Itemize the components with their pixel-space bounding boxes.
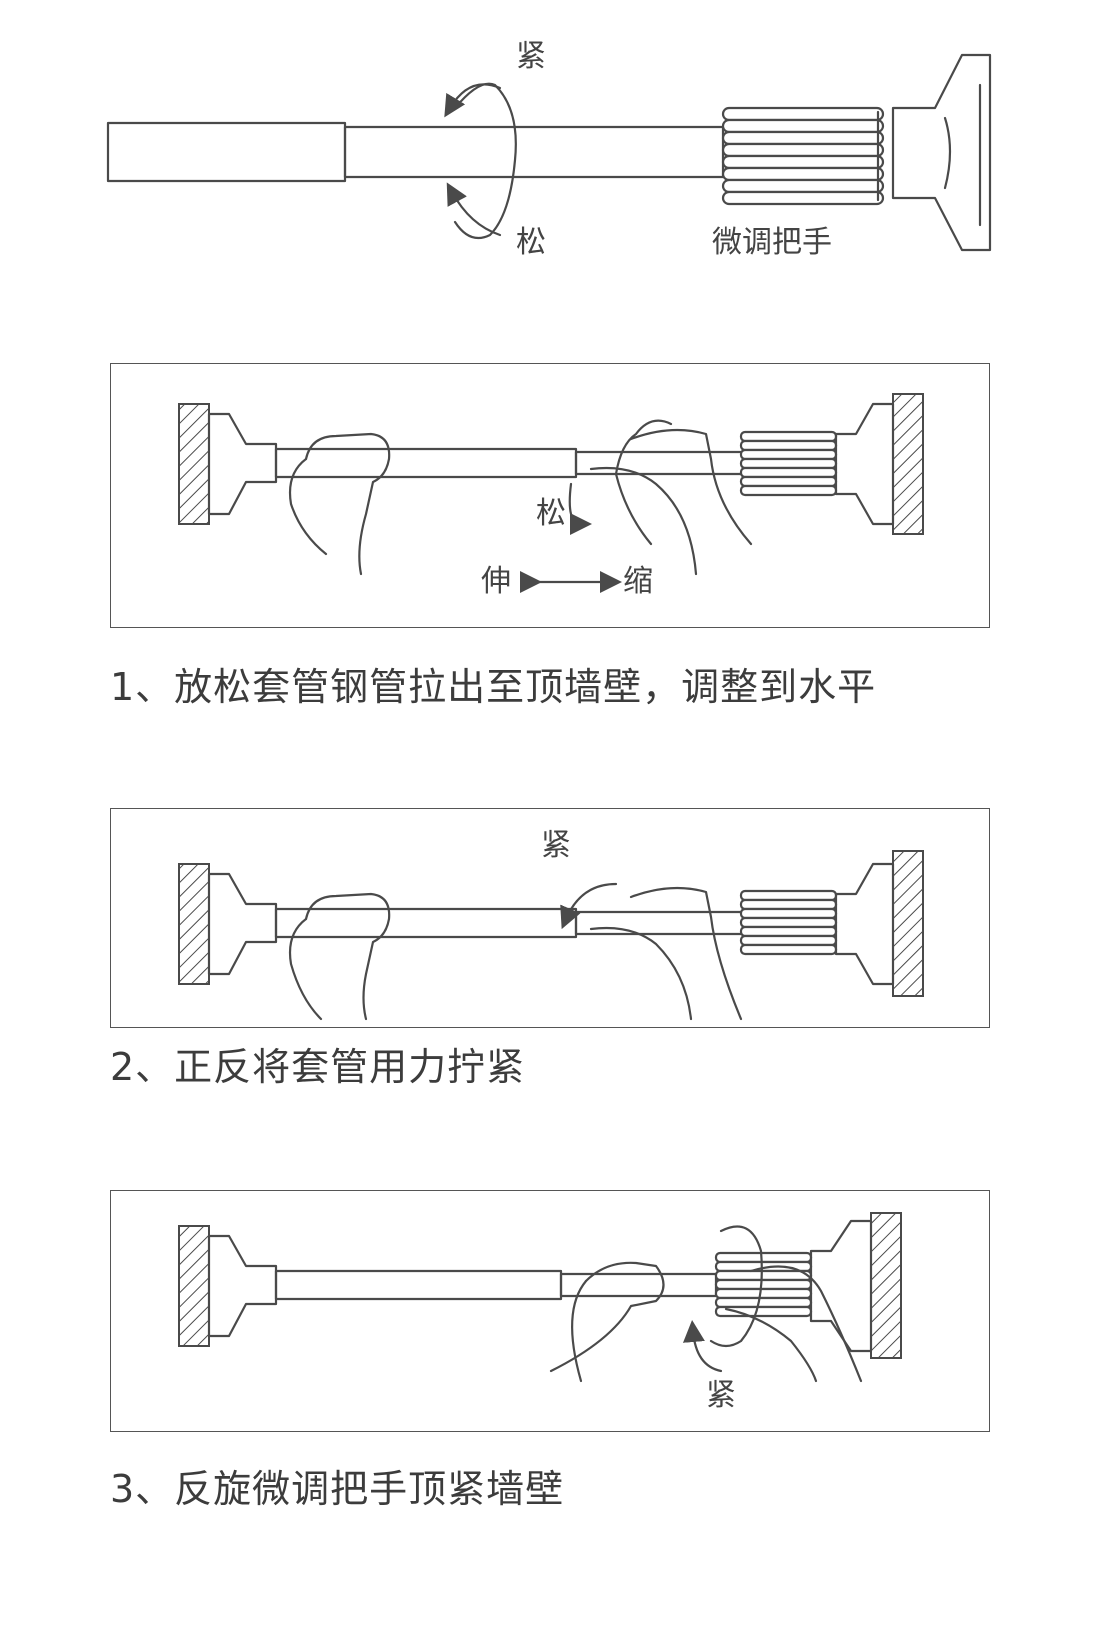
step2-caption: 2、正反将套管用力拧紧 bbox=[110, 1045, 526, 1089]
tighten-label: 紧 bbox=[541, 828, 571, 863]
overview-rod-illustration bbox=[106, 53, 992, 252]
retract-label: 缩 bbox=[623, 564, 653, 599]
step3-caption: 3、反旋微调把手顶紧墙壁 bbox=[110, 1467, 565, 1511]
loosen-label: 松 bbox=[536, 496, 566, 531]
right-cap bbox=[834, 402, 895, 526]
overview-diagram: 紧 松 微调把手 bbox=[0, 0, 1098, 290]
end-cap bbox=[891, 53, 992, 252]
tighten-arrow bbox=[444, 83, 502, 118]
step2-panel: 紧 bbox=[110, 808, 990, 1028]
tighten-label: 紧 bbox=[516, 39, 546, 74]
step1-illustration bbox=[178, 393, 924, 593]
left-wall bbox=[178, 403, 210, 525]
step1-caption: 1、放松套管钢管拉出至顶墙壁，调整到水平 bbox=[110, 665, 877, 709]
rotation-ring bbox=[614, 419, 673, 546]
step3-illustration bbox=[178, 1212, 902, 1383]
fine-adjust-handle-ribs bbox=[721, 106, 885, 206]
loosen-label: 松 bbox=[516, 225, 546, 260]
rotation-circle bbox=[453, 82, 517, 240]
step1-panel: 松 伸 缩 bbox=[110, 363, 990, 628]
extend-label: 伸 bbox=[481, 564, 511, 599]
step2-illustration bbox=[178, 850, 924, 1021]
right-hand bbox=[589, 466, 698, 576]
handle-label: 微调把手 bbox=[712, 225, 832, 260]
right-wall bbox=[892, 393, 924, 535]
left-hand bbox=[304, 432, 391, 576]
step3-panel: 紧 bbox=[110, 1190, 990, 1432]
loosen-arrow bbox=[446, 182, 502, 237]
inner-rod bbox=[343, 125, 725, 179]
tighten-label: 紧 bbox=[706, 1378, 736, 1413]
left-cap bbox=[207, 412, 278, 516]
outer-sleeve bbox=[106, 121, 347, 183]
